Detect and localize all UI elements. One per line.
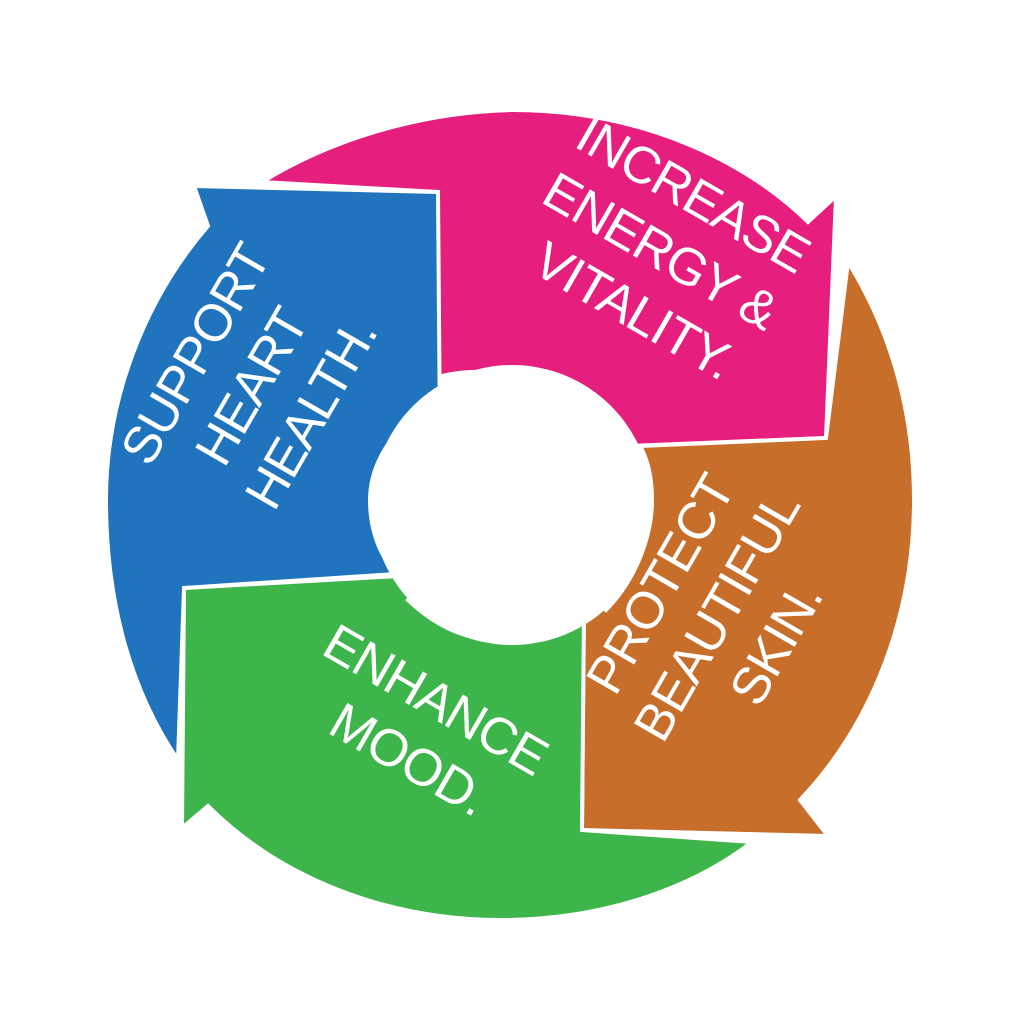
segment-heart: SUPPORT HEART HEALTH. [103, 183, 443, 767]
segment-energy: INCREASE ENERGY & VITALITY. [255, 106, 839, 451]
segment-skin-shape [579, 256, 917, 839]
center-hole [372, 365, 652, 645]
segment-heart-shape [103, 183, 443, 767]
